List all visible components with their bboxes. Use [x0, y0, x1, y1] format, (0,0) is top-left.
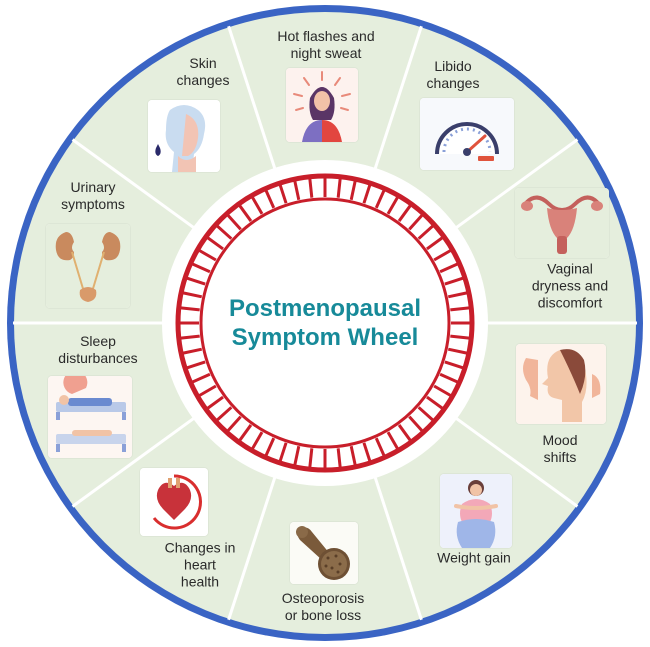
ring-tick — [182, 347, 203, 355]
ring-tick — [408, 214, 424, 231]
ring-tick — [374, 437, 386, 457]
bone-icon — [290, 522, 358, 584]
segment-label-hot-flashes: Hot flashes and night sweat — [277, 28, 375, 61]
ring-tick — [308, 448, 314, 468]
segment-divider — [445, 138, 579, 237]
ring-tick — [374, 189, 386, 209]
segment-label-urinary: Urinary symptoms — [61, 179, 125, 212]
ring-tick — [450, 306, 470, 312]
ring-tick — [336, 178, 342, 198]
ring-tick — [180, 334, 200, 340]
ring-tick — [336, 448, 342, 468]
speedometer-icon — [420, 98, 514, 170]
ring-tick — [447, 347, 468, 355]
ring-tick — [362, 442, 372, 462]
ring-tick — [206, 236, 224, 251]
ring-tick — [251, 431, 264, 450]
segment-label-libido: Libido changes — [426, 58, 480, 91]
inner-ring-ticks — [180, 178, 470, 468]
page-title: Postmenopausal Symptom Wheel — [210, 294, 440, 352]
segment-divider — [71, 138, 205, 237]
segment-dividers — [13, 25, 637, 621]
segment-label-vaginal: Vaginal dryness and discomfort — [531, 260, 609, 311]
ring-tick — [386, 196, 399, 215]
ring-tick — [293, 180, 301, 201]
title-line-1: Postmenopausal — [228, 295, 422, 322]
ring-tick — [426, 395, 444, 410]
ring-tick — [308, 178, 314, 198]
ring-tick — [439, 262, 459, 274]
ring-tick — [238, 424, 253, 442]
ring-tick — [397, 424, 412, 442]
ring-tick — [450, 334, 470, 340]
mood-faces-icon — [516, 344, 606, 424]
ring-tick — [278, 184, 288, 204]
ring-tick — [216, 224, 233, 240]
segment-label-mood: Mood shifts — [542, 432, 578, 465]
bed-icon — [48, 376, 132, 458]
ring-tick — [226, 415, 242, 432]
ring-tick — [180, 306, 200, 312]
ring-tick — [433, 384, 452, 397]
ring-tick — [278, 442, 288, 462]
ring-tick — [417, 224, 434, 240]
ring-tick — [408, 415, 424, 432]
ring-tick — [349, 180, 357, 201]
ring-tick — [417, 406, 434, 422]
ring-tick — [216, 406, 233, 422]
weight-gain-woman-icon — [440, 474, 512, 548]
ring-tick — [444, 360, 464, 370]
kidneys-icon — [46, 224, 130, 308]
ring-tick — [362, 184, 372, 204]
inner-ring-inner — [199, 197, 451, 449]
ring-tick — [206, 395, 224, 410]
segment-label-weight: Weight gain — [437, 549, 511, 566]
ring-tick — [447, 291, 468, 299]
segment-label-skin: Skin changes — [176, 55, 230, 88]
ring-tick — [264, 437, 276, 457]
ring-tick — [191, 372, 211, 384]
segment-divider — [227, 465, 281, 621]
segment-divider — [445, 409, 579, 508]
segment-divider — [227, 25, 281, 181]
heart-icon — [140, 468, 208, 536]
ring-tick — [251, 196, 264, 215]
ring-tick — [182, 291, 203, 299]
segment-divider — [369, 465, 423, 621]
aging-face-icon — [148, 100, 220, 172]
segment-label-sleep: Sleep disturbances — [58, 333, 138, 366]
ring-tick — [426, 236, 444, 251]
segment-label-heart: Changes in heart health — [164, 539, 236, 590]
inner-white-disc — [162, 160, 488, 486]
inner-ring-outer — [175, 173, 475, 473]
ring-tick — [198, 249, 217, 262]
ring-tick — [433, 249, 452, 262]
uterus-icon — [515, 188, 609, 258]
ring-tick — [226, 214, 242, 231]
ring-tick — [198, 384, 217, 397]
segment-divider — [71, 409, 205, 508]
segment-label-bone: Osteoporosis or bone loss — [281, 590, 365, 623]
ring-tick — [238, 204, 253, 222]
segment-divider — [369, 25, 423, 181]
ring-tick — [397, 204, 412, 222]
ring-tick — [293, 445, 301, 466]
hot-flash-woman-icon — [286, 68, 358, 142]
ring-tick — [386, 431, 399, 450]
ring-tick — [186, 276, 206, 286]
ring-tick — [439, 372, 459, 384]
ring-tick — [191, 262, 211, 274]
ring-tick — [349, 445, 357, 466]
ring-tick — [186, 360, 206, 370]
title-line-2: Symptom Wheel — [231, 324, 419, 351]
ring-tick — [264, 189, 276, 209]
ring-tick — [444, 276, 464, 286]
